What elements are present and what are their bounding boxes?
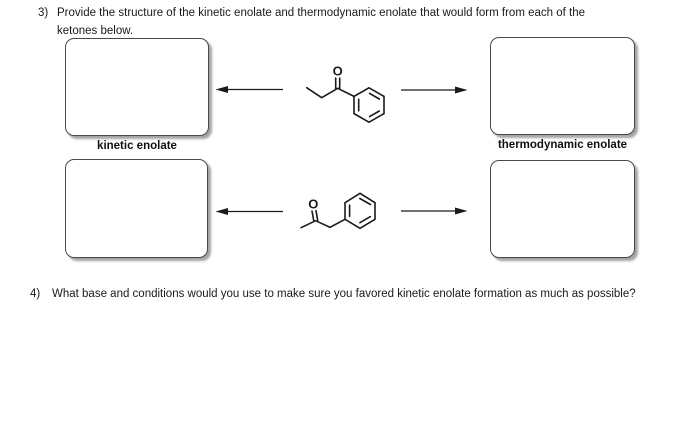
arrow-right-icon — [401, 207, 468, 215]
answer-box-kinetic-ketone1[interactable] — [65, 38, 209, 136]
answer-box-kinetic-ketone2[interactable] — [65, 159, 208, 258]
question-3-line1: Provide the structure of the kinetic eno… — [57, 7, 586, 19]
oxygen-atom-label: O — [308, 197, 318, 212]
question-3: 3) Provide the structure of the kinetic … — [38, 5, 678, 40]
phenylacetone-structure-icon: O — [300, 192, 376, 230]
question-4-number: 4) — [30, 288, 41, 300]
arrow-left-icon — [215, 86, 283, 93]
answer-box-thermodynamic-ketone1[interactable] — [490, 37, 635, 135]
propiophenone-structure-icon: O — [305, 64, 385, 124]
question-3-text: Provide the structure of the kinetic eno… — [57, 5, 678, 40]
arrow-left-icon — [215, 208, 283, 215]
question-3-number: 3) — [38, 7, 49, 19]
oxygen-atom-label: O — [333, 64, 343, 79]
thermodynamic-enolate-label: thermodynamic enolate — [497, 139, 628, 151]
kinetic-enolate-label: kinetic enolate — [97, 140, 177, 152]
question-4: 4) What base and conditions would you us… — [30, 286, 690, 304]
answer-box-thermodynamic-ketone2[interactable] — [490, 160, 635, 258]
question-3-line2: ketones below. — [57, 24, 134, 37]
question-4-text: What base and conditions would you use t… — [52, 288, 636, 300]
arrow-right-icon — [401, 86, 468, 94]
